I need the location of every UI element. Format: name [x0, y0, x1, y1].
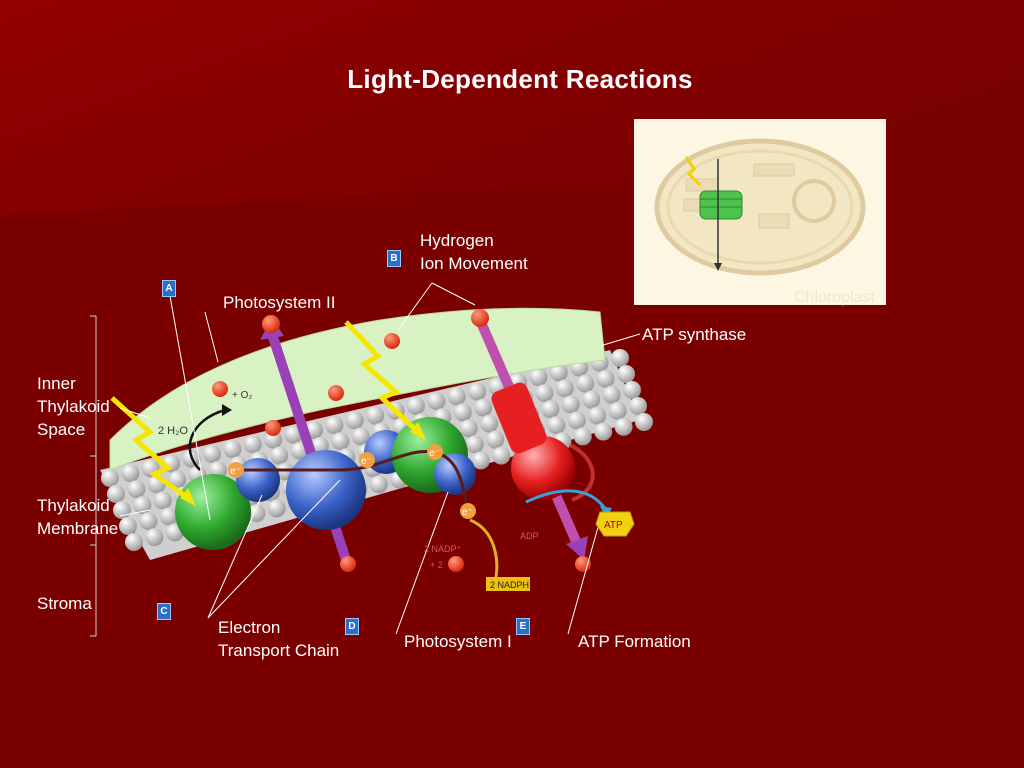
membrane-bead	[447, 387, 466, 406]
stroma-label: Stroma	[37, 594, 92, 613]
membrane-bead	[107, 485, 125, 503]
atp-text: ATP	[604, 520, 623, 531]
membrane-bead	[223, 440, 242, 459]
membrane-bead	[535, 384, 554, 403]
membrane-bead	[588, 406, 607, 425]
photosystem-i-label: Photosystem I	[404, 632, 512, 651]
marker-a: A	[162, 280, 176, 297]
membrane-bead	[567, 411, 586, 430]
inner-thylakoid-space-label: Inner Thylakoid Space	[37, 374, 110, 439]
membrane-bead	[602, 385, 621, 404]
membrane-bead	[623, 381, 641, 399]
membrane-bead	[474, 398, 493, 417]
membrane-bead	[127, 480, 146, 499]
marker-b: B	[387, 250, 401, 267]
electron-label-2: e⁻	[361, 456, 372, 467]
membrane-bead	[203, 445, 221, 463]
membrane-bead	[145, 528, 164, 547]
membrane-bead	[427, 392, 446, 411]
membrane-bead	[153, 491, 172, 510]
membrane-bead	[331, 432, 350, 451]
membrane-bead	[635, 413, 653, 431]
nadp-text: 2 NADP⁺	[424, 544, 462, 554]
thylakoid-membrane-label: Thylakoid Membrane	[37, 496, 119, 538]
membrane-bead	[465, 435, 484, 454]
light-ray-ps2	[110, 396, 190, 501]
hydrogen-ion-movement-label: Hydrogen Ion Movement	[420, 231, 528, 273]
photosystem-ii-label: Photosystem II	[223, 293, 336, 312]
membrane-bead	[121, 464, 140, 483]
membrane-bead	[369, 475, 388, 494]
membrane-bead	[529, 368, 548, 387]
membrane-bead	[468, 382, 487, 401]
atp-synthase-channel	[491, 382, 547, 454]
membrane-bead	[351, 427, 370, 446]
membrane-bead	[480, 414, 499, 433]
membrane-bead	[561, 395, 580, 414]
oxygen-text: + O₂	[232, 390, 252, 401]
membrane-bead	[453, 403, 472, 422]
membrane-bead	[270, 446, 289, 465]
membrane-bead	[594, 422, 613, 441]
membrane-bead	[345, 411, 364, 430]
membrane-bead	[582, 390, 601, 409]
membrane-bead	[284, 425, 303, 444]
membrane-bead	[159, 507, 178, 526]
membrane-bead	[617, 365, 635, 383]
atp-synthase-label: ATP synthase	[642, 325, 747, 344]
atp-formation-label: ATP Formation	[578, 632, 691, 651]
membrane-bead	[168, 470, 187, 489]
membrane-bead	[596, 369, 615, 388]
electron-label-1: e⁻	[230, 466, 241, 477]
membrane-bead	[492, 446, 511, 465]
plus-two-text: + 2	[430, 560, 443, 570]
membrane-bead	[614, 417, 633, 436]
nadph-text: 2 NADPH	[490, 580, 529, 590]
water-text: 2 H₂O	[158, 425, 188, 437]
membrane-bead	[547, 416, 566, 435]
membrane-bead	[366, 406, 385, 425]
membrane-bead	[101, 469, 119, 487]
membrane-bead	[576, 374, 595, 393]
marker-c: C	[157, 603, 171, 620]
membrane-bead	[264, 430, 283, 449]
cytochrome-protein	[286, 450, 366, 530]
membrane-bead	[139, 512, 158, 531]
inner-thylakoid-surface	[109, 307, 606, 471]
page-title: Light-Dependent Reactions	[347, 64, 693, 94]
membrane-bead	[133, 496, 152, 515]
membrane-bead	[325, 416, 344, 435]
membrane-bead	[407, 397, 425, 415]
membrane-bead	[629, 397, 647, 415]
membrane-bead	[125, 533, 143, 551]
membrane-bead	[611, 349, 629, 367]
electron-label-3: e⁻	[429, 448, 440, 459]
membrane-bead	[541, 400, 560, 419]
membrane-bead	[267, 499, 286, 518]
membrane-bead	[459, 419, 478, 438]
electron-transport-chain-label: Electron Transport Chain	[218, 618, 340, 660]
adp-text: ADP	[520, 531, 539, 541]
membrane-bead	[549, 363, 568, 382]
membrane-bead	[555, 379, 574, 398]
membrane-bead	[471, 451, 490, 470]
chloroplast-label: Chloroplast	[794, 289, 875, 306]
light-ray-ps1	[344, 320, 420, 434]
membrane-bead	[573, 427, 592, 446]
electron-label-4: e⁻	[462, 507, 473, 518]
chloroplast-inset	[634, 119, 886, 305]
membrane-bead	[608, 401, 627, 420]
photosystem-ii-protein	[175, 474, 251, 550]
membrane-bead	[243, 435, 262, 454]
membrane-bead	[486, 430, 505, 449]
atp-synthase-head	[511, 436, 575, 500]
marker-d: D	[345, 618, 359, 635]
membrane-bead	[119, 517, 137, 535]
marker-e: E	[516, 618, 530, 635]
